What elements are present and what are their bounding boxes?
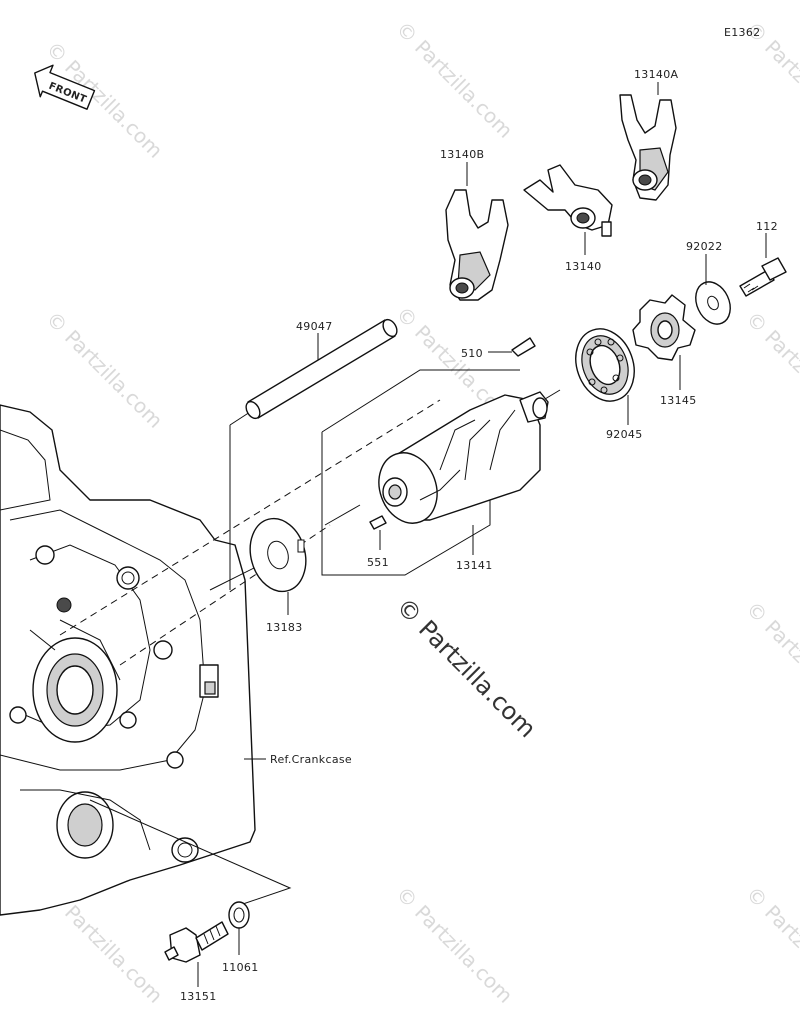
- label-92045: 92045: [606, 428, 643, 441]
- label-13151: 13151: [180, 990, 217, 1003]
- label-510: 510: [461, 347, 483, 360]
- watermark-tile: © Partzilla.com: [391, 882, 517, 1008]
- shift-fork-13140: [523, 164, 613, 237]
- label-13145: 13145: [660, 394, 697, 407]
- shift-drum-13141: [378, 391, 549, 524]
- label-11061: 11061: [222, 961, 259, 974]
- label-92022: 92022: [686, 240, 723, 253]
- shift-rod-49047: [245, 318, 398, 420]
- washer-11061: [228, 901, 250, 929]
- washer-92022: [695, 281, 731, 325]
- label-13183: 13183: [266, 621, 303, 634]
- watermark-center: © Partzilla.com: [391, 592, 542, 743]
- pin-551: [369, 515, 387, 530]
- reference-crankcase-label: Ref.Crankcase: [270, 753, 352, 766]
- diagram-code-label: E1362: [724, 26, 760, 39]
- label-13140B: 13140B: [440, 148, 484, 161]
- pin-510: [511, 337, 536, 357]
- shift-fork-13140B: [445, 189, 509, 301]
- label-13141: 13141: [456, 559, 493, 572]
- watermark-tile: © Partzilla.com: [391, 17, 517, 143]
- bearing-92045: [575, 328, 635, 402]
- watermark-tile: © Partzilla.com: [741, 307, 800, 433]
- label-49047: 49047: [296, 320, 333, 333]
- leader-lines: [197, 82, 767, 987]
- watermark-tile: © Partzilla.com: [41, 37, 167, 163]
- neutral-switch-13151: [164, 921, 229, 963]
- shift-fork-13140A: [619, 94, 677, 201]
- label-13140: 13140: [565, 260, 602, 273]
- front-direction-icon: FRONT: [34, 64, 96, 110]
- label-551: 551: [367, 556, 389, 569]
- cam-plate-13145: [632, 294, 696, 361]
- watermark-tile: © Partzilla.com: [41, 307, 167, 433]
- bolt-112: [739, 257, 787, 297]
- washer-13183: [249, 517, 307, 593]
- label-112: 112: [756, 220, 778, 233]
- watermark-tile: © Partzilla.com: [741, 882, 800, 1008]
- shaft-centerline: [59, 399, 441, 636]
- watermark-tile: © Partzilla.com: [741, 597, 800, 723]
- label-13140A: 13140A: [634, 68, 678, 81]
- crankcase-drawing: [0, 404, 256, 916]
